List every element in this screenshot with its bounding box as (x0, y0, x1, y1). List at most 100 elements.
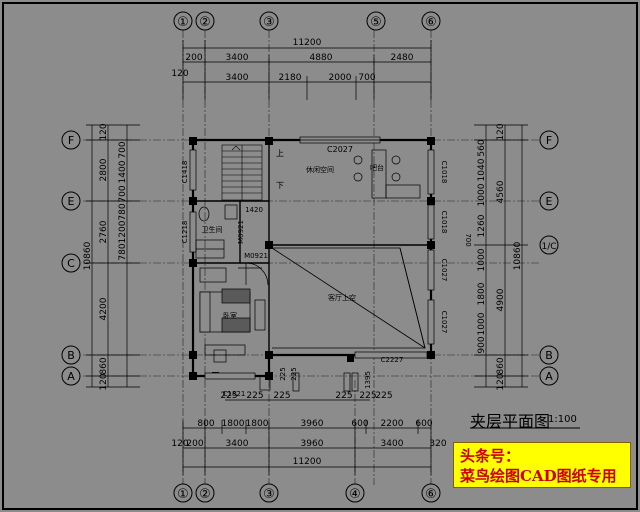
dim-left-inner: 1400 (118, 160, 128, 183)
window-label-c1027: C1027 (440, 259, 448, 282)
dim-left-inner: 1200 (118, 220, 128, 243)
grid-label-top: ⑥ (425, 15, 437, 30)
dim-left-inner: 700 (118, 185, 128, 202)
window-label-c1218: C1218 (181, 221, 189, 244)
bathroom-fixtures (195, 204, 238, 259)
window-label-c1821: C1821 (223, 390, 246, 398)
grid-bubbles-right (539, 130, 559, 386)
dim-bottom: 1800 (222, 419, 245, 429)
dim-top: 2000 (329, 73, 352, 83)
staircase (221, 144, 263, 201)
dim-overall-right: 10860 (513, 241, 523, 270)
dim-label-225: 225 (290, 367, 298, 380)
grid-label-left: B (67, 349, 75, 362)
window-label-c1418: C1418 (181, 161, 189, 184)
door-arc (245, 262, 269, 286)
window-label-c1027: C1027 (440, 311, 448, 334)
dim-right-inner: 1000 (477, 312, 487, 335)
dim-right-inner: 1000 (477, 248, 487, 271)
dim-bottom: 1800 (246, 419, 269, 429)
dim-right: 120 (496, 373, 506, 390)
grid-label-top: ① (177, 15, 189, 30)
dim-small: 225 (220, 391, 237, 401)
dim-label-1395: 1395 (364, 371, 372, 389)
dim-right-inner: 1000 (477, 183, 487, 206)
grid-label-right: B (545, 349, 553, 362)
door-label-m0921: M0921 (244, 252, 268, 260)
grid-label-bottom: ④ (349, 487, 361, 502)
room-label-leisure: 休闲空间 (306, 165, 334, 174)
bed (199, 288, 251, 333)
grid-label-left: A (67, 370, 75, 383)
grid-label-right: F (546, 134, 552, 147)
room-label-bath: 卫生间 (202, 225, 223, 234)
banner-line-1: 头条号： (460, 447, 521, 465)
dim-left: 860 (99, 357, 109, 374)
dim-left-inner: 700 (118, 141, 128, 158)
dim-top: 2480 (391, 53, 414, 63)
grid-label-right: 1/C (541, 242, 556, 252)
door-label-m0921: M0921 (237, 220, 245, 244)
grid-label-top: ② (199, 15, 211, 30)
dim-right: 4560 (496, 180, 506, 203)
grid-label-left: F (68, 134, 74, 147)
grid-bubbles-left (61, 130, 81, 386)
entrance-columns (259, 372, 359, 392)
grid-label-top: ③ (263, 15, 275, 30)
grid-label-bottom: ⑥ (425, 487, 437, 502)
window-label-top: C2027 (327, 145, 353, 154)
dim-small: 225 (335, 391, 352, 401)
windows (189, 136, 435, 380)
dim-bottom: 120 (171, 439, 188, 449)
dim-top: 2180 (279, 73, 302, 83)
room-label-bar: 吧台 (370, 163, 384, 172)
dimension-lines-right (474, 124, 528, 388)
dim-left: 120 (99, 123, 109, 140)
drawing-title: 夹层平面图 (470, 412, 551, 431)
dim-overall-top: 11200 (293, 38, 322, 48)
dimension-lines-top (182, 40, 432, 100)
dim-bottom: 320 (429, 439, 446, 449)
window-label-c1018: C1018 (440, 161, 448, 184)
dim-bottom: 600 (415, 419, 432, 429)
dim-left-inner: 780 (118, 203, 128, 220)
dim-top: 4880 (310, 53, 333, 63)
dim-small: 225 (273, 391, 290, 401)
dim-bottom: 600 (351, 419, 368, 429)
dim-small: 225 (375, 391, 392, 401)
dim-bottom: 800 (197, 419, 214, 429)
dim-right-inner: 560 (477, 139, 487, 156)
grid-bubbles-top (173, 11, 441, 31)
dim-overall-left: 10860 (83, 241, 93, 270)
hall-void-lines (271, 247, 426, 349)
dim-small: 225 (246, 391, 263, 401)
exterior-walls (191, 138, 433, 378)
grid-label-left: E (68, 195, 75, 208)
grid-label-left: C (67, 257, 75, 270)
dim-right-inner: 1040 (477, 158, 487, 181)
dim-right-inner: 1800 (477, 282, 487, 305)
dimension-lines-left (86, 124, 140, 388)
dim-top: 3400 (226, 73, 249, 83)
grid-label-right: E (546, 195, 553, 208)
dimension-lines-bottom (182, 399, 432, 475)
dim-right: 120 (496, 123, 506, 140)
stair-down-label: 下 (276, 181, 284, 190)
grid-label-right: A (545, 370, 553, 383)
drawing-scale: 1:100 (548, 414, 577, 425)
dim-bottom: 200 (186, 439, 203, 449)
window-label-c1018: C1018 (440, 211, 448, 234)
room-label-bedroom: 卧室 (223, 311, 237, 320)
dim-label-1420: 1420 (245, 206, 263, 214)
stair-up-label: 上 (276, 149, 284, 158)
dim-left: 120 (99, 373, 109, 390)
grid-label-bottom: ① (177, 487, 189, 502)
dim-bottom: 3960 (301, 419, 324, 429)
dim-left: 2760 (99, 220, 109, 243)
dim-left: 2800 (99, 158, 109, 181)
window-label-c2227: C2227 (381, 356, 404, 364)
dim-right: 4900 (496, 288, 506, 311)
